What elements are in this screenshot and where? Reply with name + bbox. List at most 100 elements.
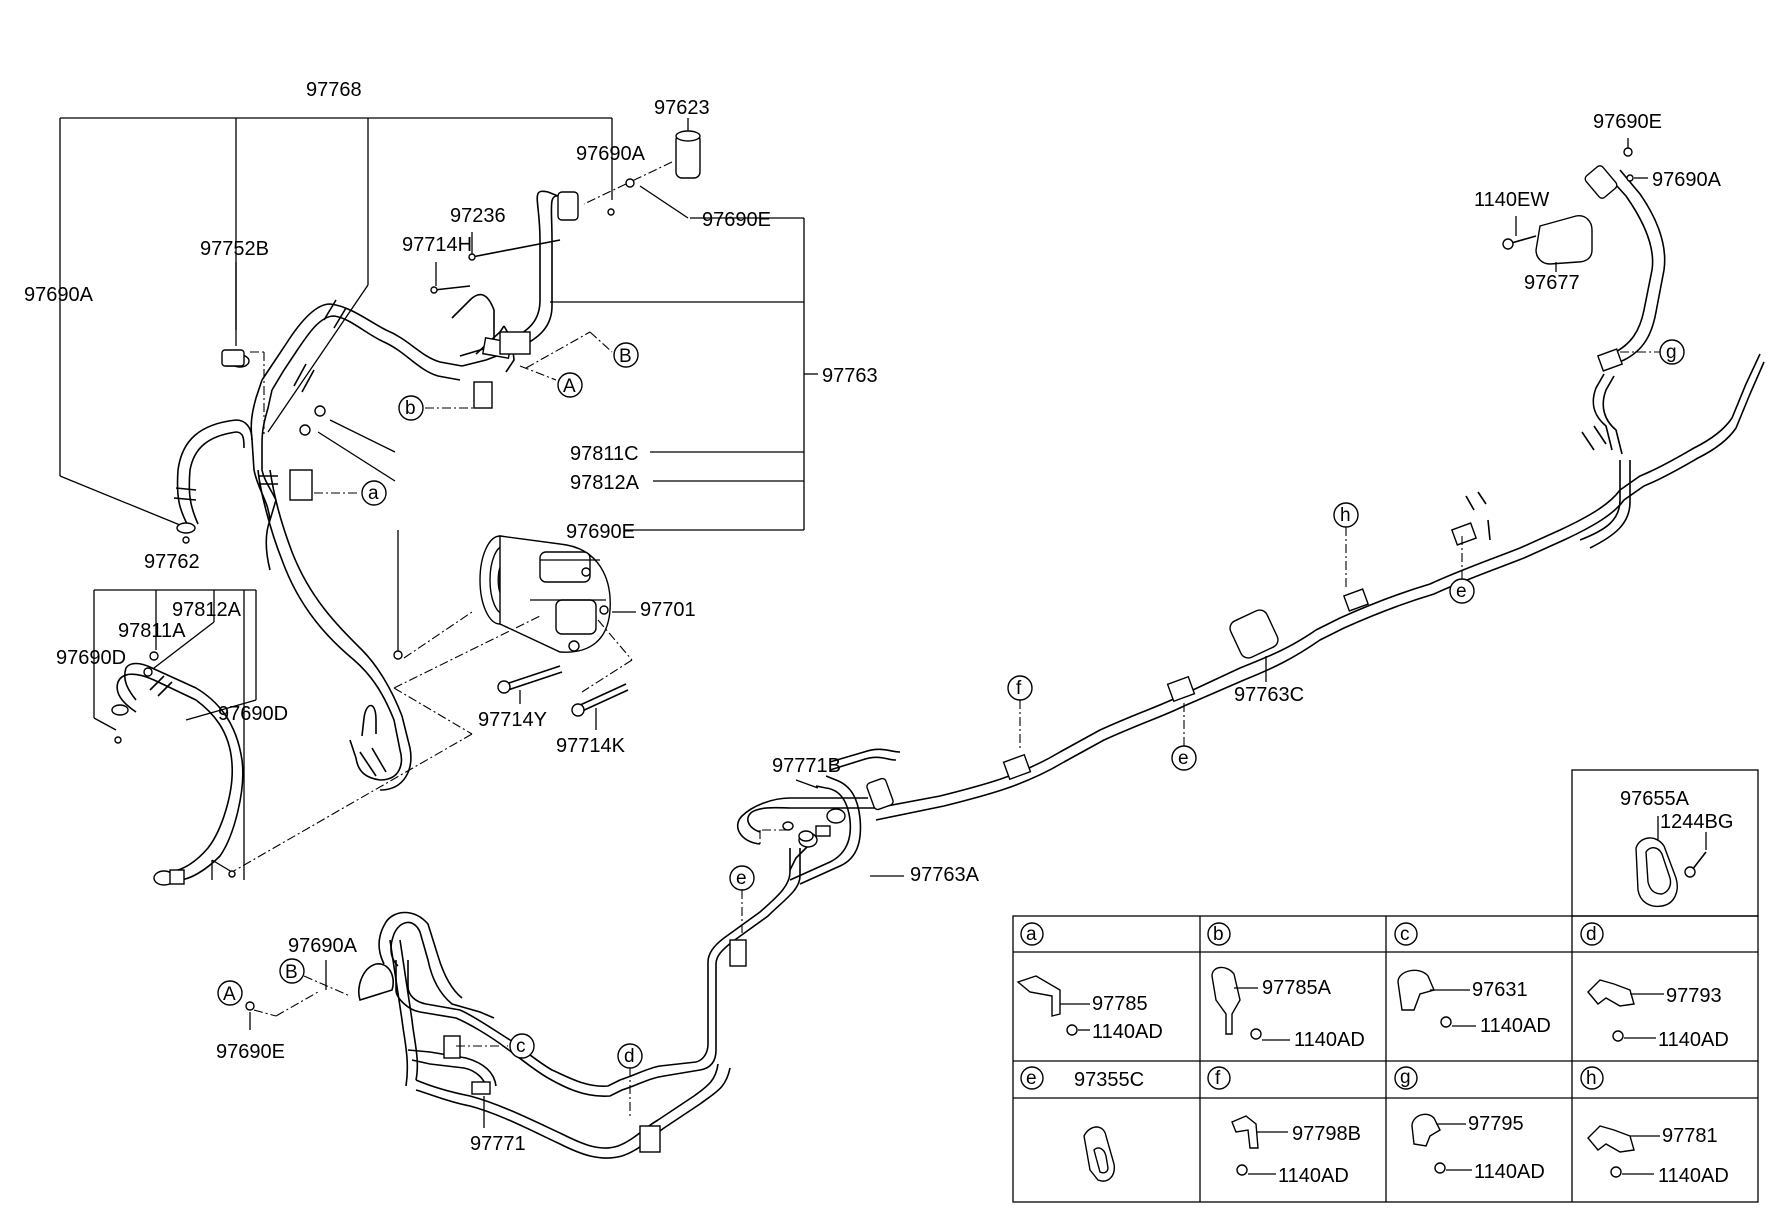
legend-b-bolt: 1140AD — [1294, 1029, 1365, 1051]
fitting-97752B — [221, 262, 265, 436]
legend-c-bolt: 1140AD — [1480, 1015, 1551, 1037]
callout-b-upper: b — [398, 395, 476, 421]
label-97677: 97677 — [1524, 272, 1580, 294]
hose-97762 — [111, 419, 253, 886]
receiver-drier-part — [675, 118, 701, 179]
label-97690E-bottom: 97690E — [216, 1041, 285, 1063]
legend-c-part: 97631 — [1472, 979, 1528, 1001]
label-97690A-left: 97690A — [24, 284, 94, 306]
label-97690D-a: 97690D — [56, 647, 126, 669]
bolt-97236 — [468, 232, 561, 261]
long-line-main — [736, 165, 1765, 845]
label-97690A-right: 97690A — [1652, 169, 1722, 191]
svg-text:d: d — [624, 1046, 635, 1067]
label-97714H: 97714H — [402, 234, 472, 256]
svg-text:h: h — [1586, 1068, 1597, 1089]
label-97771B: 97771B — [772, 755, 841, 777]
legend-b-part: 97785A — [1262, 977, 1332, 999]
label-97714K: 97714K — [556, 735, 626, 757]
leader-lines-97763 — [317, 217, 818, 652]
legend-h-part: 97781 — [1662, 1125, 1718, 1147]
label-1244BG: 1244BG — [1660, 811, 1733, 833]
label-97763C: 97763C — [1234, 684, 1304, 706]
callout-f: f — [1007, 675, 1033, 748]
svg-text:b: b — [405, 398, 416, 419]
svg-text:g: g — [1400, 1067, 1411, 1088]
label-97763: 97763 — [822, 365, 878, 387]
bolt-97714H — [430, 262, 471, 294]
label-97811C: 97811C — [570, 443, 639, 465]
label-97768: 97768 — [306, 79, 362, 101]
legend-grid — [1012, 915, 1759, 1203]
svg-text:f: f — [1016, 678, 1022, 699]
legend-cell-e: e 97355C — [1020, 1066, 1144, 1182]
legend-a-part: 97785 — [1092, 993, 1148, 1015]
label-97690D-b: 97690D — [218, 703, 288, 725]
legend-a-bolt: 1140AD — [1092, 1021, 1163, 1043]
svg-text:c: c — [1400, 924, 1410, 945]
callout-e-lower: e — [729, 865, 755, 936]
callout-g: g — [1620, 339, 1685, 365]
svg-text:A: A — [223, 984, 236, 1005]
label-97762: 97762 — [144, 551, 200, 573]
svg-text:A: A — [563, 376, 576, 397]
svg-text:h: h — [1340, 505, 1351, 526]
label-97771: 97771 — [470, 1133, 526, 1155]
legend-cell-h: h 97781 1140AD — [1580, 1066, 1729, 1187]
bolt-97714K — [571, 683, 629, 730]
svg-text:g: g — [1666, 342, 1677, 363]
label-97655A: 97655A — [1620, 788, 1690, 810]
label-97701: 97701 — [640, 599, 696, 621]
svg-text:c: c — [516, 1036, 526, 1057]
callout-B-lower: B — [279, 958, 351, 997]
legend-d-bolt: 1140AD — [1658, 1029, 1729, 1051]
label-97690E-right: 97690E — [1593, 111, 1662, 133]
svg-text:e: e — [1178, 748, 1189, 769]
right-fittings — [1502, 138, 1648, 272]
legend-cell-b: b 97785A 1140AD — [1207, 922, 1365, 1051]
legend-g-bolt: 1140AD — [1474, 1161, 1545, 1183]
callout-d-lower: d — [617, 1043, 643, 1116]
legend-cell-c: c 97631 1140AD — [1394, 922, 1551, 1037]
svg-text:a: a — [368, 483, 379, 504]
label-97623: 97623 — [654, 97, 710, 119]
callout-c-lower: c — [456, 1033, 535, 1059]
line-97763A — [759, 748, 901, 885]
label-97752B: 97752B — [200, 238, 269, 260]
callout-a-upper: a — [314, 480, 387, 506]
label-97714Y: 97714Y — [478, 709, 547, 731]
svg-text:a: a — [1026, 924, 1037, 945]
legend-g-part: 97795 — [1468, 1113, 1524, 1135]
upper-hose-assembly — [225, 190, 579, 791]
legend-h-bolt: 1140AD — [1658, 1165, 1729, 1187]
svg-text:e: e — [1456, 581, 1467, 602]
label-97763A: 97763A — [910, 864, 980, 886]
compressor-97701 — [479, 535, 611, 653]
callout-A-upper: A — [519, 365, 583, 398]
svg-text:f: f — [1215, 1068, 1221, 1089]
callout-h: h — [1333, 502, 1359, 588]
legend-f-bolt: 1140AD — [1278, 1165, 1349, 1187]
svg-text:e: e — [1026, 1068, 1037, 1089]
svg-text:B: B — [285, 962, 298, 983]
label-97812A-mid: 97812A — [570, 472, 640, 494]
callout-e-right: e — [1449, 534, 1475, 604]
label-97812A-left: 97812A — [172, 599, 242, 621]
svg-text:d: d — [1586, 924, 1597, 945]
svg-text:B: B — [619, 346, 632, 367]
label-97236: 97236 — [450, 205, 506, 227]
label-97690E-mid: 97690E — [566, 521, 635, 543]
label-1140EW: 1140EW — [1474, 189, 1549, 211]
bolt-97714Y — [497, 665, 563, 704]
callout-A-lower: A — [217, 980, 319, 1030]
legend-f-part: 97798B — [1292, 1123, 1361, 1145]
legend-e-part: 97355C — [1074, 1069, 1144, 1091]
label-97811A: 97811A — [118, 620, 186, 642]
callout-B-upper: B — [525, 331, 639, 369]
legend-cell-d: d 97793 1140AD — [1580, 922, 1729, 1051]
long-line-97771 — [358, 848, 801, 1159]
label-97690A-top: 97690A — [576, 143, 646, 165]
legend-cell-f: f 97798B 1140AD — [1207, 1066, 1361, 1187]
callout-e-mid: e — [1171, 700, 1197, 771]
